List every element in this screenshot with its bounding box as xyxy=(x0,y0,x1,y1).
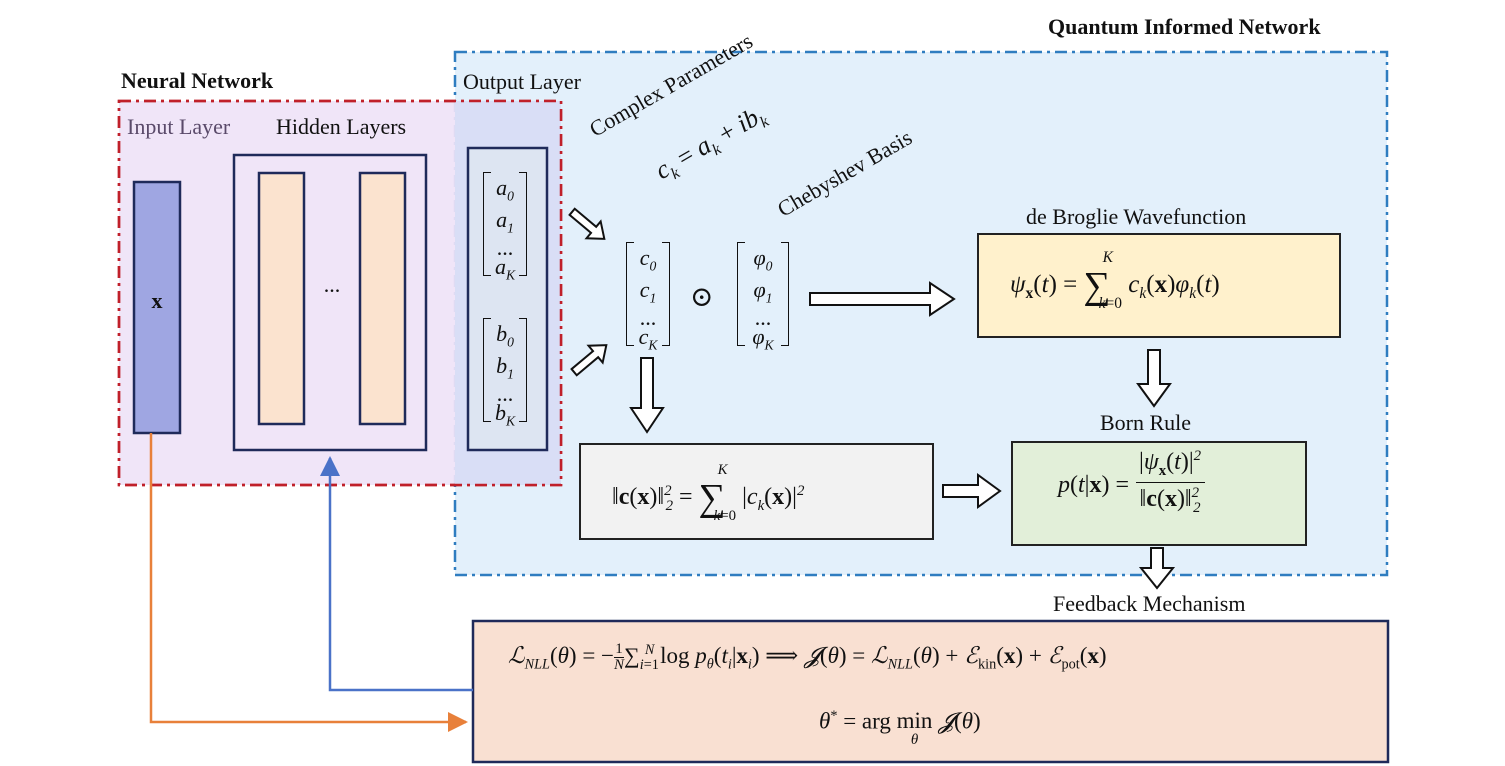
hidden-layers-label: Hidden Layers xyxy=(276,114,407,139)
arrow-norm-to-born xyxy=(942,473,1002,509)
blue-arrow xyxy=(320,456,473,692)
vector-c-K: cK xyxy=(638,323,658,353)
vector-b-1: b1 xyxy=(496,353,514,382)
hidden-ellipsis: ... xyxy=(323,272,341,297)
arrow-c-to-norm xyxy=(629,357,665,434)
vector-b-dots: ... xyxy=(496,380,514,406)
vector-phi-K: φK xyxy=(752,323,774,353)
vector-b: b0 b1 ... bK xyxy=(483,318,527,428)
hidden-bar-1 xyxy=(257,171,306,426)
vector-c-1: c1 xyxy=(639,277,657,306)
vector-b-K: bK xyxy=(494,399,516,429)
vector-a: a0 a1 ... aK xyxy=(483,172,527,282)
vector-c-dots: ... xyxy=(639,304,657,330)
vector-phi-dots: ... xyxy=(754,304,772,330)
input-layer-label: Input Layer xyxy=(127,114,231,139)
chebyshev-basis-label: Chebyshev Basis xyxy=(773,124,917,222)
vector-phi-0: φ0 xyxy=(753,245,773,274)
arrow-psi-to-born xyxy=(1136,349,1172,408)
vector-a-0: a0 xyxy=(496,175,514,204)
output-layer-label: Output Layer xyxy=(463,69,581,94)
vector-phi: φ0 φ1 ... φK xyxy=(737,242,789,352)
feedback-label: Feedback Mechanism xyxy=(1053,591,1246,616)
wavefunction-label: de Broglie Wavefunction xyxy=(1026,204,1247,229)
vector-c: c0 c1 ... cK xyxy=(626,242,670,352)
arrow-phi-to-psi xyxy=(809,281,956,317)
complex-formula: ck = ak + ibk xyxy=(650,102,772,186)
hadamard-symbol: ⊙ xyxy=(690,282,714,313)
arrow-b-to-c xyxy=(570,344,608,377)
neural-network-title: Neural Network xyxy=(121,68,274,93)
orange-arrow xyxy=(149,433,468,732)
born-equation: p(t|x) = |ψx(t)|2 ‖c(x)‖22 xyxy=(1058,448,1205,517)
arrow-a-to-c xyxy=(568,207,606,240)
input-symbol: x xyxy=(151,288,163,313)
vector-b-0: b0 xyxy=(496,321,514,350)
vector-phi-1: φ1 xyxy=(753,277,773,306)
born-rule-label: Born Rule xyxy=(1100,410,1192,435)
vector-a-1: a1 xyxy=(496,207,514,236)
hidden-layers-box xyxy=(232,153,428,452)
arrow-born-to-feedback xyxy=(1138,547,1176,590)
vector-a-K: aK xyxy=(494,253,516,283)
vector-c-0: c0 xyxy=(639,245,657,274)
vector-a-dots: ... xyxy=(496,234,514,260)
quantum-network-title: Quantum Informed Network xyxy=(1048,14,1321,39)
hidden-bar-2 xyxy=(358,171,407,426)
